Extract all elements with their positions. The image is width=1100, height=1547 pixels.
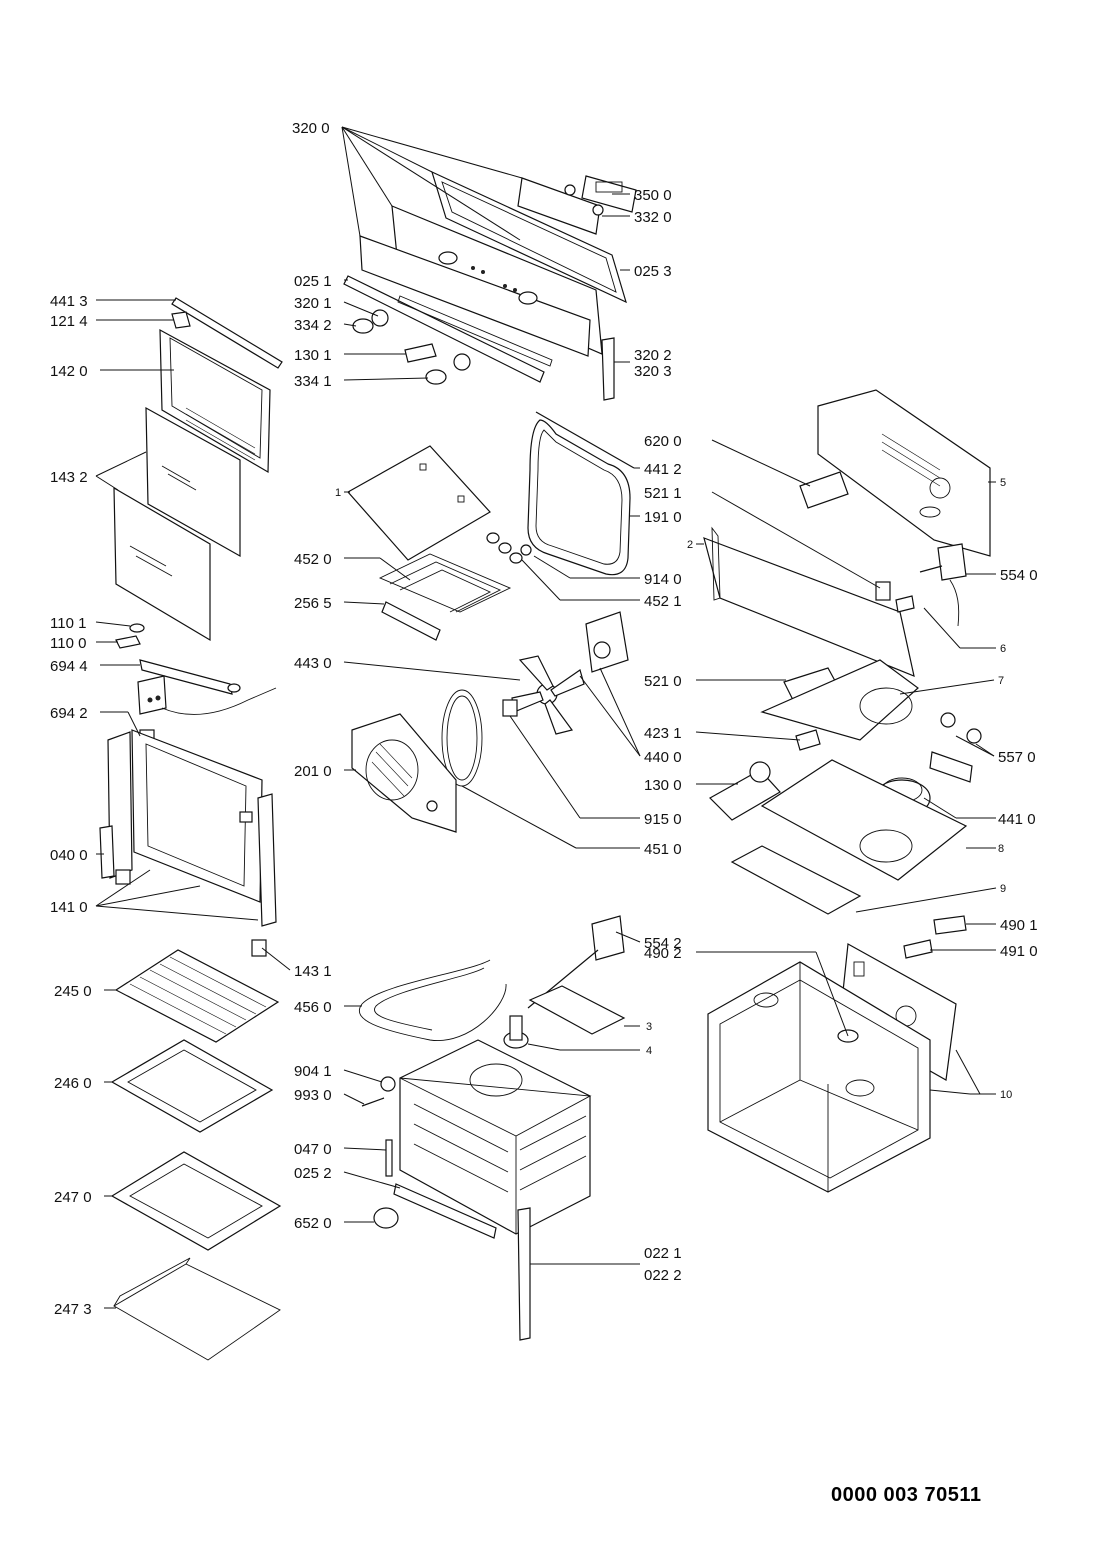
label-040-0: 040 0	[50, 847, 88, 864]
label-334-2: 334 2	[294, 317, 332, 334]
label-443-0: 443 0	[294, 655, 332, 672]
label-521-0: 521 0	[644, 673, 682, 690]
label-554-0: 554 0	[1000, 567, 1038, 584]
label-5: 5	[1000, 477, 1006, 489]
label-022-1: 022 1	[644, 1245, 682, 1262]
label-993-0: 993 0	[294, 1087, 332, 1104]
label-915-0: 915 0	[644, 811, 682, 828]
label-025-2: 025 2	[294, 1165, 332, 1182]
label-130-0: 130 0	[644, 777, 682, 794]
label-332-0: 332 0	[634, 209, 672, 226]
label-490-1: 490 1	[1000, 917, 1038, 934]
label-9: 9	[1000, 883, 1006, 895]
label-121-4: 121 4	[50, 313, 88, 330]
label-652-0: 652 0	[294, 1215, 332, 1232]
label-694-2: 694 2	[50, 705, 88, 722]
label-904-1: 904 1	[294, 1063, 332, 1080]
label-142-0: 142 0	[50, 363, 88, 380]
label-7: 7	[998, 675, 1004, 687]
label-451-0: 451 0	[644, 841, 682, 858]
label-557-0: 557 0	[998, 749, 1036, 766]
label-6: 6	[1000, 643, 1006, 655]
label-320-0: 320 0	[292, 120, 330, 137]
label-490-2: 490 2	[644, 945, 682, 962]
label-320-3: 320 3	[634, 363, 672, 380]
part-labels: 320 0 350 0 332 0 025 1 025 3 441 3 121 …	[50, 120, 1038, 1318]
accessories	[110, 949, 282, 1361]
control-panel-assembly	[343, 170, 637, 401]
label-320-1: 320 1	[294, 295, 332, 312]
label-247-3: 247 3	[54, 1301, 92, 1318]
label-440-0: 440 0	[644, 749, 682, 766]
rear-electronics-assembly	[703, 389, 991, 959]
label-620-0: 620 0	[644, 433, 682, 450]
label-025-1: 025 1	[294, 273, 332, 290]
label-143-1: 143 1	[294, 963, 332, 980]
outer-casing-assembly	[707, 943, 957, 1193]
label-350-0: 350 0	[634, 187, 672, 204]
label-022-2: 022 2	[644, 1267, 682, 1284]
label-191-0: 191 0	[644, 509, 682, 526]
label-2: 2	[687, 539, 693, 551]
label-441-3: 441 3	[50, 293, 88, 310]
label-1: 1	[335, 487, 341, 499]
label-452-0: 452 0	[294, 551, 332, 568]
label-320-2: 320 2	[634, 347, 672, 364]
label-130-1: 130 1	[294, 347, 332, 364]
label-110-1: 110 1	[50, 615, 86, 632]
label-914-0: 914 0	[644, 571, 682, 588]
label-141-0: 141 0	[50, 899, 88, 916]
label-441-2: 441 2	[644, 461, 682, 478]
oven-cavity-assembly	[359, 915, 626, 1341]
label-441-0: 441 0	[998, 811, 1036, 828]
label-245-0: 245 0	[54, 983, 92, 1000]
heater-fan-assembly	[347, 411, 635, 833]
label-143-2: 143 2	[50, 469, 88, 486]
label-8: 8	[998, 843, 1004, 855]
label-201-0: 201 0	[294, 763, 332, 780]
label-456-0: 456 0	[294, 999, 332, 1016]
label-247-0: 247 0	[54, 1189, 92, 1206]
label-10: 10	[1000, 1089, 1012, 1101]
label-452-1: 452 1	[644, 593, 682, 610]
document-number: 0000 003 70511	[831, 1484, 982, 1506]
label-3: 3	[646, 1021, 652, 1033]
label-423-1: 423 1	[644, 725, 682, 742]
label-047-0: 047 0	[294, 1141, 332, 1158]
leader-lines	[95, 126, 997, 1309]
label-025-3: 025 3	[634, 263, 672, 280]
label-246-0: 246 0	[54, 1075, 92, 1092]
label-4: 4	[646, 1045, 652, 1057]
label-694-4: 694 4	[50, 658, 88, 675]
label-521-1: 521 1	[644, 485, 682, 502]
label-256-5: 256 5	[294, 595, 332, 612]
label-110-0: 110 0	[50, 635, 86, 652]
label-334-1: 334 1	[294, 373, 332, 390]
label-554-2: 554 2	[644, 935, 682, 952]
door-assembly	[99, 297, 283, 957]
label-491-0: 491 0	[1000, 943, 1038, 960]
